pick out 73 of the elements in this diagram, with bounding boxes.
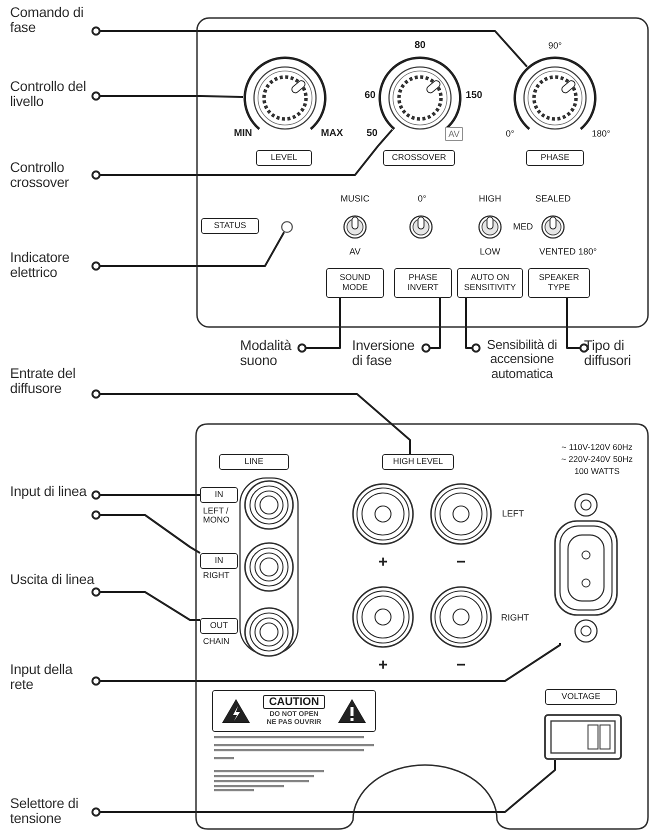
scale-label: 60: [364, 91, 376, 101]
panel-label: OUT: [200, 618, 238, 634]
switch-position-label: VENTED 180°: [539, 248, 597, 256]
leader-line: [91, 510, 201, 554]
callout-label: Selettore di tensione: [10, 796, 96, 830]
leader-line: [91, 760, 556, 817]
scale-label: MIN: [234, 129, 252, 139]
scale-label: MAX: [320, 129, 344, 139]
scale-label: 50: [366, 129, 378, 139]
power-rating-text: ~ 220V-240V 50Hz: [561, 454, 633, 464]
switch-position-label: HIGH: [478, 194, 502, 204]
scale-label: 90°: [548, 42, 562, 50]
callout-label: Entrate del diffusore: [10, 366, 96, 400]
polarity-sign: +: [378, 555, 388, 571]
switch-position-label: MUSIC: [340, 194, 370, 204]
leader-line: [91, 587, 200, 621]
leader-line: [91, 128, 394, 180]
panel-label: STATUS: [201, 218, 259, 234]
callout-label: Input della rete: [10, 662, 96, 696]
caution-plate: [212, 690, 376, 732]
callout-label: Indicatore elettrico: [10, 250, 96, 284]
channel-label: LEFT / MONO: [203, 506, 230, 526]
panel-label: HIGH LEVEL: [382, 454, 454, 470]
panel-label: AV: [445, 127, 463, 141]
channel-label: RIGHT: [501, 614, 529, 622]
leader-line: [91, 642, 561, 686]
panel-label: PHASE INVERT: [394, 268, 452, 298]
callout-label: Modalità suono: [240, 338, 302, 372]
switch-position-label: LOW: [480, 248, 500, 256]
panel-label: SOUND MODE: [326, 268, 384, 298]
switch-position-label: SEALED: [535, 194, 571, 204]
callout-label: Tipo di diffusori: [584, 338, 648, 372]
leader-line: [91, 490, 200, 500]
callout-label: Comando di fase: [10, 5, 96, 39]
scale-label: 80: [414, 41, 426, 51]
polarity-sign: −: [456, 555, 466, 571]
switch-position-label: 0°: [418, 194, 426, 204]
leader-line: [465, 298, 481, 353]
panel-label: VOLTAGE: [545, 689, 617, 705]
power-rating-text: ~ 110V-120V 60Hz: [562, 442, 632, 452]
leader-line: [421, 298, 441, 353]
panel-label: IN: [200, 487, 238, 503]
callout-label: Uscita di linea: [10, 572, 96, 606]
switch-position-label: MED: [513, 222, 533, 232]
channel-label: LEFT: [502, 510, 524, 518]
leader-line: [566, 298, 589, 353]
scale-label: 150: [466, 91, 482, 101]
power-rating-text: 100 WATTS: [574, 466, 620, 476]
panel-label: LEVEL: [256, 150, 312, 166]
polarity-sign: +: [378, 658, 388, 674]
panel-label: AUTO ON SENSITIVITY: [457, 268, 523, 298]
callout-label: Controllo del livello: [10, 79, 96, 113]
panel-label: PHASE: [526, 150, 584, 166]
callout-label: Sensibilità di accensione automatica: [476, 338, 568, 388]
scale-label: 0°: [506, 130, 514, 138]
callout-label: Inversione di fase: [352, 338, 426, 372]
leader-line: [91, 232, 285, 271]
panel-label: CROSSOVER: [383, 150, 455, 166]
panel-label: IN: [200, 553, 238, 569]
callout-label: Controllo crossover: [10, 160, 96, 194]
leader-line: [91, 389, 411, 454]
leader-line: [91, 26, 528, 68]
switch-position-label: AV: [349, 248, 361, 256]
caution-heading: CAUTION: [262, 694, 326, 709]
leader-line: [91, 91, 244, 101]
callout-label: Input di linea: [10, 484, 96, 518]
panel-label: SPEAKER TYPE: [528, 268, 590, 298]
panel-label: LINE: [219, 454, 289, 470]
leader-line: [297, 298, 341, 353]
channel-label: CHAIN: [203, 636, 230, 646]
polarity-sign: −: [456, 658, 466, 674]
channel-label: RIGHT: [203, 570, 230, 580]
scale-label: 180°: [592, 130, 610, 138]
